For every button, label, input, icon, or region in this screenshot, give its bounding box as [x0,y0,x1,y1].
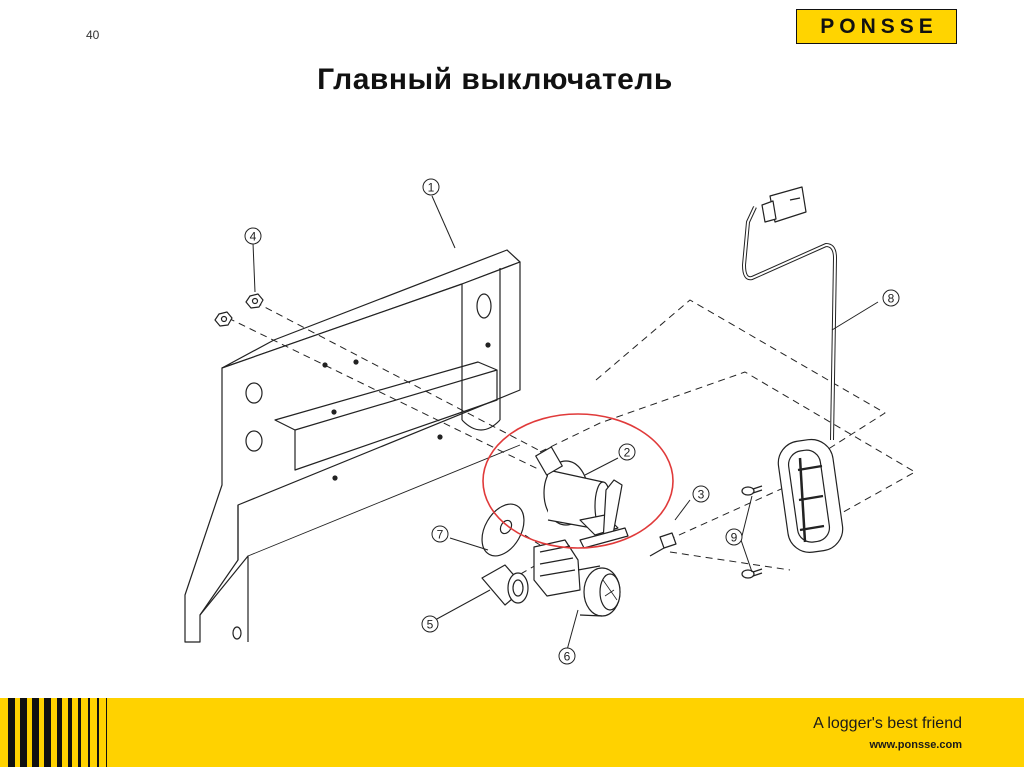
cable-harness [742,186,837,441]
switch-knob [533,539,621,617]
callout-6: 6 [558,647,576,665]
svg-text:7: 7 [437,528,444,542]
nut-parts [214,293,264,327]
callout-3: 3 [692,485,710,503]
callout-4: 4 [244,227,262,245]
callout-8: 8 [882,289,900,307]
footer-bar: A logger's best friend www.ponsse.com [0,698,1024,767]
cap-part [481,564,529,606]
website-link[interactable]: www.ponsse.com [869,739,962,751]
switch-body [535,446,629,549]
svg-text:6: 6 [564,650,571,664]
svg-text:3: 3 [698,488,705,502]
callout-2: 2 [618,443,636,461]
svg-text:5: 5 [427,618,434,632]
bolt-3 [649,532,677,557]
washer [481,503,525,557]
exploded-view-diagram: 1 2 3 4 5 6 7 8 [184,178,916,665]
callout-9: 9 [725,528,743,546]
ponsse-logo-text: PONSSE [820,14,938,38]
switch-housing [777,438,844,553]
ponsse-logo: PONSSE [796,9,957,44]
svg-text:8: 8 [888,292,895,306]
highlight-ellipse [482,413,674,549]
screws [741,485,763,579]
bracket-frame [184,249,521,643]
svg-text:2: 2 [624,446,631,460]
callout-5: 5 [421,615,439,633]
slide-title: Главный выключатель [317,63,673,96]
callout-1: 1 [422,178,440,196]
svg-text:1: 1 [428,181,435,195]
slide-number: 40 [86,28,100,42]
tagline: A logger's best friend [813,715,962,732]
callout-7: 7 [431,525,449,543]
svg-text:4: 4 [250,230,257,244]
svg-text:9: 9 [731,531,738,545]
